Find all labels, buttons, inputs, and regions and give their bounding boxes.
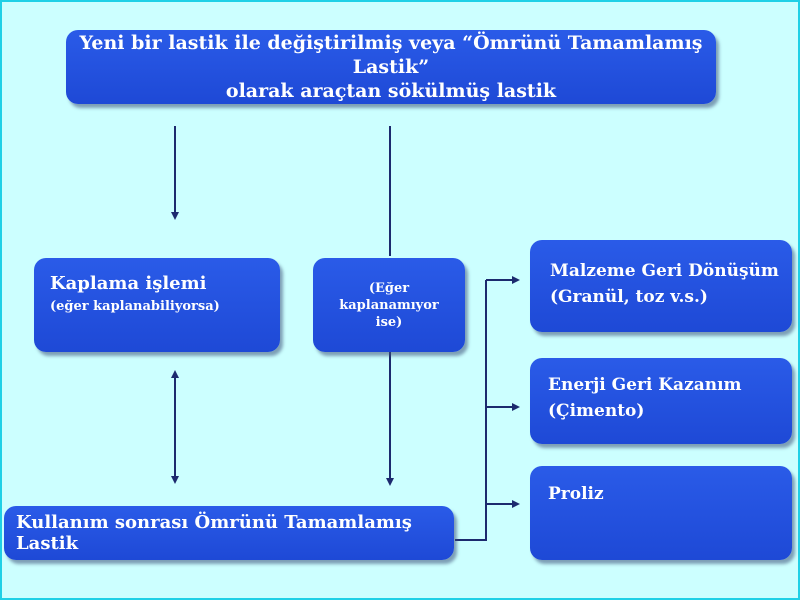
node-if-not-retreadable: (Eğer kaplanamıyor ise) [313,258,465,352]
node-old-tire-line2: olarak araçtan sökülmüş lastik [225,80,557,102]
node-energy-recovery-title: Enerji Geri Kazanım [548,375,742,395]
node-retreading-condition: (eğer kaplanabiliyorsa) [50,299,220,314]
node-pyrolysis-label: Proliz [548,484,604,504]
node-pyrolysis: Proliz [530,466,792,560]
node-if-not-line1: (Eğer [368,280,410,296]
branch-bracket [455,280,487,541]
node-material-recycling-detail: (Granül, toz v.s.) [550,287,708,307]
node-energy-recovery: Enerji Geri Kazanım (Çimento) [530,358,792,444]
node-retreading-title: Kaplama işlemi [50,273,207,294]
node-energy-recovery-detail: (Çimento) [548,401,645,421]
node-material-recycling-title: Malzeme Geri Dönüşüm [550,261,779,281]
node-end-of-life-label: Kullanım sonrası Ömrünü Tamamlamış Lasti… [16,512,412,554]
node-old-tire: Yeni bir lastik ile değiştirilmiş veya “… [66,30,716,104]
node-end-of-life-tire: Kullanım sonrası Ömrünü Tamamlamış Lasti… [4,506,454,560]
node-if-not-line2: kaplanamıyor [339,297,439,313]
node-retreading: Kaplama işlemi (eğer kaplanabiliyorsa) [34,258,280,352]
node-material-recycling: Malzeme Geri Dönüşüm (Granül, toz v.s.) [530,240,792,332]
node-if-not-line3: ise) [375,314,403,330]
node-old-tire-line1: Yeni bir lastik ile değiştirilmiş veya “… [79,32,703,78]
